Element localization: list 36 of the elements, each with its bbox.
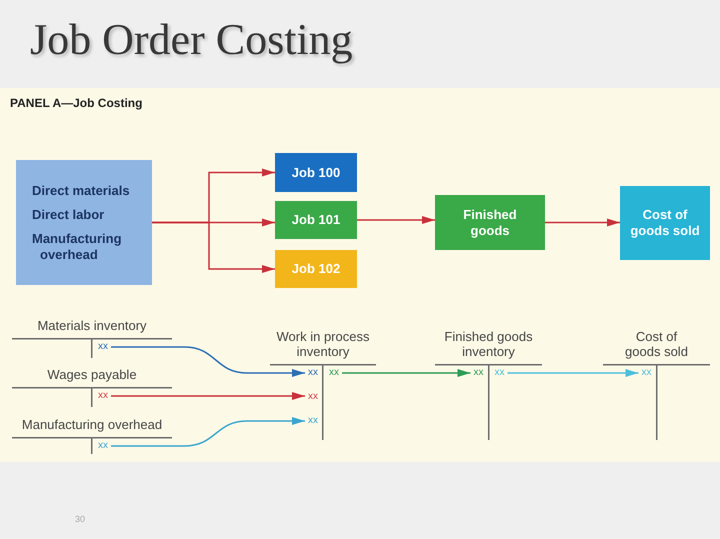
entry-amount: xx (305, 367, 321, 379)
arrow (342, 369, 470, 377)
account-title: Wages payable (46, 367, 138, 382)
cost-item-text: Direct materials (32, 182, 130, 198)
entry-amount: xx (95, 341, 111, 353)
account-title: Finished goods inventory (443, 329, 534, 359)
account-title: Cost of goods sold (624, 329, 689, 359)
stage-box: Finished goods (435, 195, 545, 250)
arrow (111, 346, 305, 377)
entry-amount: xx (470, 367, 486, 379)
page-number: 30 (75, 514, 86, 524)
stage-box: Cost of goods sold (620, 186, 710, 260)
arrow (508, 369, 638, 377)
entry-amount: xx (492, 367, 508, 379)
arrow (357, 216, 435, 224)
slide-title: Job Order Costing (30, 14, 353, 65)
arrow (545, 218, 620, 226)
arrow (111, 417, 305, 447)
entry-amount: xx (305, 415, 321, 427)
arrow (152, 222, 275, 273)
job-box: Job 101 (275, 201, 357, 239)
cost-input-box (16, 160, 152, 285)
account-title: Manufacturing overhead (20, 417, 164, 432)
arrow (111, 392, 305, 400)
account-title: Materials inventory (36, 318, 148, 333)
entry-amount: xx (95, 390, 111, 402)
job-box: Job 100 (275, 153, 357, 192)
panel-heading: PANEL A—Job Costing (10, 96, 142, 110)
cost-item-text: Direct labor (32, 206, 104, 222)
cost-item-text: Manufacturing overhead (32, 230, 123, 262)
job-box: Job 102 (275, 250, 357, 288)
entry-amount: xx (638, 367, 654, 379)
account-title: Work in process inventory (276, 329, 370, 359)
entry-amount: xx (326, 367, 342, 379)
entry-amount: xx (95, 440, 111, 452)
entry-amount: xx (305, 391, 321, 403)
